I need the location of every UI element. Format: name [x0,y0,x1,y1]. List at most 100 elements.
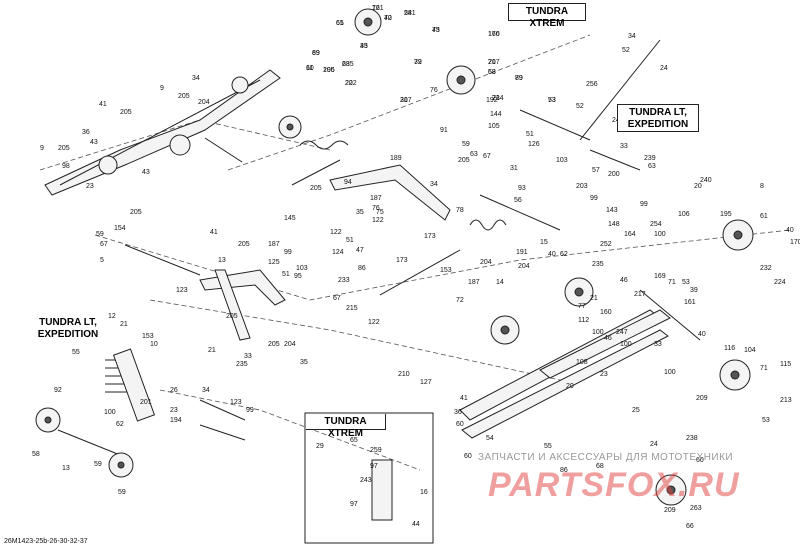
callout-number: 67 [100,241,108,248]
callout-number: 41 [99,101,107,108]
callout-number: 52 [622,47,630,54]
callout-number: 173 [396,257,408,264]
callout-number: 263 [690,505,702,512]
callout-number: 71 [492,95,500,102]
callout-number: 100 [654,231,666,238]
callout-number: 153 [440,267,452,274]
callout-number: 86 [358,265,366,272]
callout-number: 24 [612,117,620,124]
callout-number: 65 [336,20,344,27]
callout-number: 60 [696,457,704,464]
callout-number: 67 [483,153,491,160]
callout-number: 76 [372,205,380,212]
callout-number: 89 [312,50,320,57]
callout-number: 123 [230,399,242,406]
callout-number: 187 [370,195,382,202]
callout-number: 123 [176,287,188,294]
callout-number: 203 [576,183,588,190]
callout-number: 144 [490,111,502,118]
callout-number: 86 [560,467,568,474]
callout-number: 173 [424,233,436,240]
callout-number: 76 [372,5,380,12]
box-label: TUNDRA LT, EXPEDITION [627,107,689,130]
shafts [57,109,701,456]
bottom-rail [459,309,671,439]
callout-number: 204 [480,259,492,266]
callout-number: 100 [620,341,632,348]
callout-number: 205 [178,93,190,100]
callout-number: 106 [678,211,690,218]
callout-number: 213 [780,397,792,404]
callout-number: 60 [464,453,472,460]
callout-number: 59 [94,461,102,468]
callout-number: 194 [170,417,182,424]
callout-number: 20 [694,183,702,190]
watermark-logo: PARTSFOX.RU [488,466,740,504]
callout-number: 145 [284,215,296,222]
callout-number: 125 [268,259,280,266]
callout-number: 240 [700,177,712,184]
tundra-xtrem-box-inset: TUNDRA XTREM [306,414,386,439]
callout-number: 65 [350,437,358,444]
callout-number: 233 [338,277,350,284]
callout-number: 93 [518,185,526,192]
callout-number: 205 [226,313,238,320]
tundra-lt-box-left: TUNDRA LT, EXPEDITION [28,315,108,345]
box-label: TUNDRA XTREM [525,6,569,29]
callout-number: 36 [454,409,462,416]
callout-number: 69 [312,50,320,57]
callout-number: 40 [698,331,706,338]
callout-number: 121 [372,5,384,12]
callout-number: 51 [526,131,534,138]
callout-number: 61 [760,213,768,220]
callout-number: 55 [544,443,552,450]
callout-number: 21 [208,347,216,354]
callout-number: 31 [510,165,518,172]
callout-number: 235 [236,361,248,368]
callout-number: 204 [198,99,210,106]
callout-number: 77 [578,303,586,310]
callout-number: 68 [596,463,604,470]
callout-number: 94 [344,179,352,186]
callout-number: 99 [246,407,254,414]
callout-number: 254 [650,221,662,228]
callout-number: 91 [440,127,448,134]
callout-number: 14 [496,279,504,286]
rear-arm [199,164,451,341]
callout-number: 210 [398,371,410,378]
callout-number: 70 [488,59,496,66]
callout-number: 176 [488,31,500,38]
callout-number: 36 [82,129,90,136]
callout-number: 75 [376,209,384,216]
callout-number: 53 [762,417,770,424]
box-label: TUNDRA XTREM [324,416,367,439]
callout-number: 76 [430,87,438,94]
callout-number: 209 [696,395,708,402]
callout-number: 204 [518,263,530,270]
callout-number: 75 [432,27,440,34]
callout-number: 235 [592,261,604,268]
callout-number: 148 [608,221,620,228]
callout-number: 238 [686,435,698,442]
callout-number: 33 [620,143,628,150]
callout-number: 169 [654,273,666,280]
callout-number: 23 [170,407,178,414]
callout-number: 189 [390,155,402,162]
callout-number: 53 [548,97,556,104]
callout-number: 40 [384,15,392,22]
callout-number: 122 [372,217,384,224]
callout-number: 99 [640,201,648,208]
callout-number: 13 [62,465,70,472]
callout-number: 191 [516,249,528,256]
callout-number: 116 [724,345,735,352]
idler-wheel-top [278,8,382,139]
callout-number: 143 [606,207,618,214]
callout-number: 60 [456,421,464,428]
callout-number: 8 [760,183,764,190]
callout-number: 154 [114,225,126,232]
callout-number: 205 [120,109,132,116]
callout-number: 23 [600,371,608,378]
callout-number: 100 [104,409,116,416]
callout-number: 16 [420,489,428,496]
